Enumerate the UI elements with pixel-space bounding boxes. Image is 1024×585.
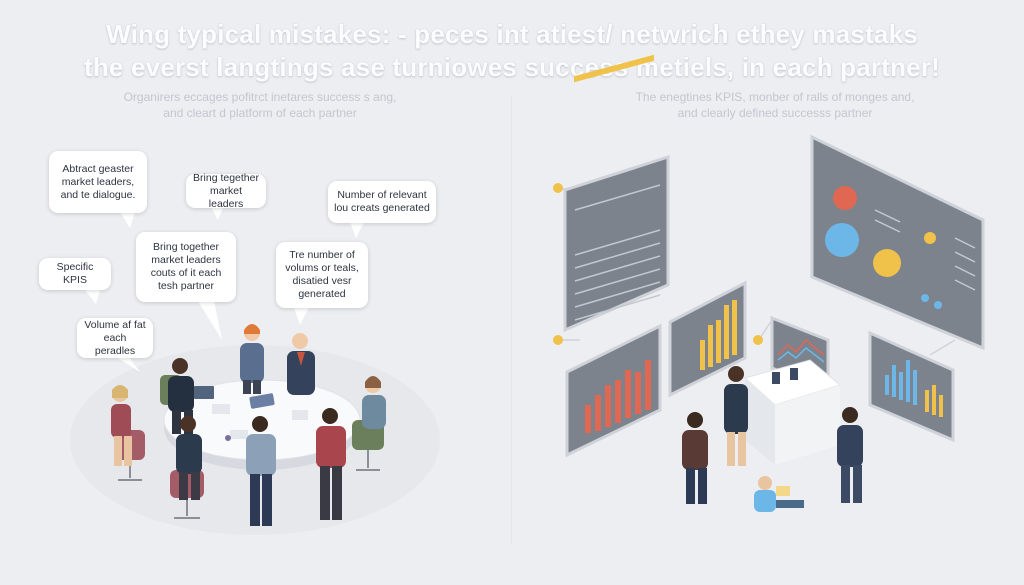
- speech-bubble: Volume af fat each peradles: [77, 318, 153, 358]
- connector-dot: [753, 335, 763, 345]
- panel-divider: [511, 95, 512, 545]
- speech-bubble: Number of relevant lou creats generated: [328, 181, 436, 223]
- bubble-tail: [293, 305, 310, 325]
- speech-bubble: Abtract geaster market leaders, and te d…: [49, 151, 147, 213]
- connector-dot: [553, 335, 563, 345]
- left-subtitle-line-2: and cleart d platform of each partner: [163, 106, 357, 120]
- headline-line-1: Wing typical mistakes: - peces int aties…: [106, 19, 918, 49]
- person: [724, 366, 748, 466]
- bubble-tail: [85, 290, 100, 304]
- right-subtitle-line-2: and clearly defined successs partner: [677, 106, 873, 120]
- speech-bubble-text: Tre number of volums or teals, disatied …: [285, 249, 359, 300]
- speech-bubble-text: Volume af fat each peradles: [84, 318, 146, 357]
- dashboard-panel: [810, 134, 985, 351]
- speech-bubble: Bring together market leaders couts of i…: [136, 232, 236, 302]
- speech-bubble: Specific KPIS: [39, 258, 111, 290]
- person: [682, 412, 708, 504]
- dashboard-panel: [668, 280, 747, 398]
- bubble-tail: [120, 212, 135, 228]
- person: [176, 416, 202, 500]
- speech-bubble-text: Specific KPIS: [56, 261, 94, 286]
- info-kiosk: [743, 359, 842, 465]
- speech-bubble-text: Bring together market leaders couts of i…: [150, 241, 222, 292]
- dashboard-panel: [565, 323, 662, 458]
- person: [111, 385, 132, 466]
- speech-bubble-text: Bring tegether market leaders: [193, 171, 259, 210]
- speech-bubble: Tre number of volums or teals, disatied …: [276, 242, 368, 308]
- paper: [212, 404, 230, 414]
- bubble-tail: [115, 356, 140, 372]
- bubble-tail: [350, 222, 364, 238]
- left-subtitle-line-1: Organirers eccages pofitrct inetares suc…: [123, 90, 397, 104]
- laptop: [249, 393, 275, 409]
- paper: [292, 410, 308, 420]
- person: [287, 333, 315, 395]
- paper: [230, 430, 248, 439]
- bubble-tail: [210, 205, 224, 220]
- person: [240, 324, 264, 394]
- right-subtitle-line-1: The enegtines KPIS, monber of ralls of m…: [635, 90, 915, 104]
- person: [362, 376, 386, 429]
- dashboard-panel: [868, 330, 955, 443]
- meeting-illustration: [85, 205, 386, 526]
- dashboard-panel: [770, 315, 830, 395]
- speech-bubble-text: Abtract geaster market leaders, and te d…: [60, 162, 136, 201]
- person: [754, 476, 804, 512]
- cup: [225, 435, 231, 441]
- person: [246, 416, 276, 526]
- bubble-tail: [198, 301, 222, 340]
- speech-bubble: Bring tegether market leaders: [186, 171, 266, 210]
- connector-dot: [553, 183, 563, 193]
- person: [316, 408, 346, 520]
- person: [837, 407, 863, 503]
- headline-line-2: the everst langtings ase turniowes succe…: [83, 52, 941, 82]
- speech-bubble-text: Number of relevant lou creats generated: [334, 189, 430, 214]
